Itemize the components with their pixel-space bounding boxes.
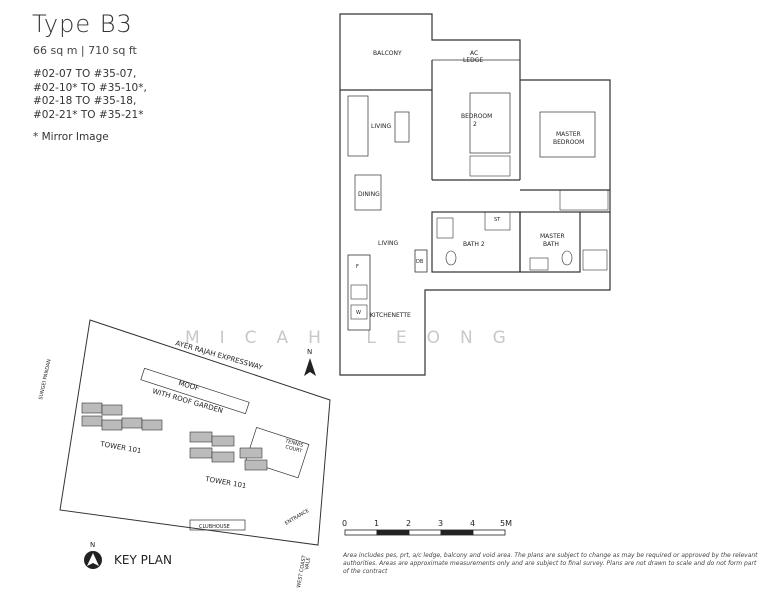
watermark: MICAH LEONG [185,328,526,348]
room-label: DB [416,259,424,265]
wardrobe [469,155,511,177]
db-box [414,249,428,273]
tower-unit [81,415,103,427]
road-label: SUNGEI PANDAN [38,358,53,400]
tower-label: TOWER 101 [204,475,247,490]
facility-label: COURT [284,444,303,455]
disclaimer-text: Area includes pes, prt, a/c ledge, balco… [343,552,758,575]
unit-numbers: #02-07 TO #35-07, #02-10* TO #35-10*, #0… [33,68,147,122]
scale-tick-label: 1 [374,519,380,528]
scale-tick-label: 3 [438,519,444,528]
room-label: BATH 2 [463,241,485,248]
key-plan-label: KEY PLAN [114,553,172,567]
building-label: WITH ROOF GARDEN [151,387,223,415]
facility-label: ENTRANCE [284,508,310,527]
toilet [445,250,457,266]
scale-tick-label: 5M [500,519,512,528]
appliance-label: W [356,310,361,316]
master-bed [539,111,596,158]
basin [529,257,549,271]
room-label: BATH [543,241,559,248]
unit-range: #02-10* TO #35-10*, [33,81,147,94]
sofa [347,95,369,157]
unit-range: #02-21* TO #35-21* [33,108,144,121]
unit-range: #02-18 TO #35-18, [33,95,137,107]
tower-unit [211,435,235,447]
north-arrow-icon: N [304,348,316,376]
basin [436,217,454,239]
floor-plan-outline [339,13,611,376]
tower-unit [244,459,268,471]
store-room [484,211,511,231]
tower-unit [141,419,163,431]
road-label: VALE [304,557,312,570]
bed [469,92,511,154]
room-label: 2 [473,121,477,128]
svg-text:N: N [90,541,95,549]
tower-unit [101,419,123,431]
hob [350,284,368,300]
tower-unit [189,447,213,459]
facility-label: CLUBHOUSE [199,524,230,530]
tower-unit [211,451,235,463]
room-label: BEDROOM [553,139,584,146]
room-label: KITCHENETTE [370,312,411,319]
room-label: BEDROOM [461,113,492,120]
site-boundary [59,319,331,546]
scale-bar [344,529,506,536]
kitchen-counter [347,254,371,331]
unit-range: #02-07 TO #35-07, [33,68,137,80]
scale-tick-label: 4 [470,519,476,528]
tower-unit [101,404,123,416]
moof-building [140,367,250,415]
room-label: ST [494,217,501,223]
room-label: AC [470,50,478,57]
tower-label: TOWER 101 [99,440,142,455]
tower-unit [121,417,143,429]
room-label: MASTER [540,233,565,240]
master-bath-wall [519,211,581,273]
facility-label: TENNIS [283,438,303,449]
dining-table [354,174,382,211]
scale-tick-label: 2 [406,519,412,528]
room-label: MASTER [556,131,581,138]
north-compass-icon: N [84,541,102,569]
appliance-label: F [356,264,359,270]
toilet [561,250,573,266]
clubhouse [189,519,246,531]
room-label: LIVING [378,240,398,247]
shower [582,249,608,271]
room-label: DINING [358,191,380,198]
mirror-note: * Mirror Image [33,131,109,143]
room-label: LEDGE [463,57,483,64]
unit-type-title: Type B3 [32,10,133,38]
svg-text:N: N [307,348,312,356]
wardrobe [559,189,609,211]
tennis-court [245,427,310,479]
tower-unit [239,447,263,459]
road-label: WEST COAST [296,554,308,588]
tower-unit [81,402,103,414]
unit-area: 66 sq m | 710 sq ft [33,44,137,57]
tv-console [394,111,410,143]
tower-unit [189,431,213,443]
scale-tick-label: 0 [342,519,348,528]
building-label: MOOF [177,379,199,393]
room-label: LIVING [371,123,391,130]
washer-box [350,304,368,320]
room-label: BALCONY [373,50,402,57]
